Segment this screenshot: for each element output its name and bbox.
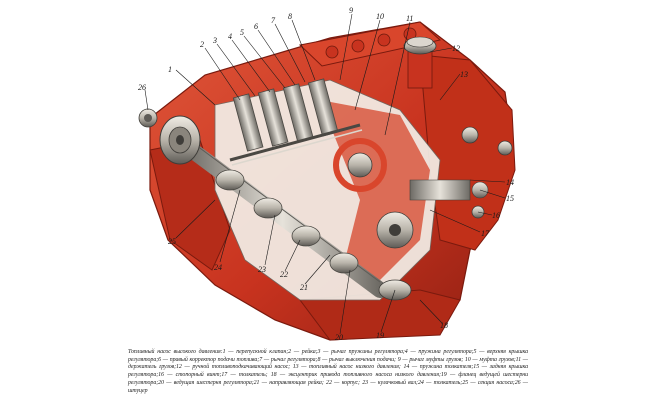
figure-caption: Топливный насос высокого давления:1 — пе…: [128, 349, 528, 394]
callout-11: 11: [406, 14, 413, 23]
callout-16: 16: [492, 211, 500, 220]
callout-8: 8: [288, 12, 292, 21]
callout-6: 6: [254, 22, 258, 31]
callout-19: 19: [376, 331, 384, 340]
callout-9: 9: [349, 6, 353, 15]
callout-15: 15: [506, 194, 514, 203]
callout-22: 22: [280, 270, 288, 279]
camshaft: [177, 136, 388, 298]
top-fittings: [325, 27, 417, 59]
callout-14: 14: [506, 178, 514, 187]
hand-primer-pump: [403, 36, 437, 89]
drive-coupling: [159, 115, 201, 165]
callout-18: 18: [440, 321, 448, 330]
regulator-assembly: [333, 138, 489, 249]
callout-23: 23: [258, 265, 266, 274]
callout-2: 2: [200, 40, 204, 49]
fuel-pump-cutaway-diagram: 1 2 3 4 5 6 7 8 9 10 11 12 13 14 15 16 1…: [138, 6, 516, 342]
pump-sections: [229, 78, 363, 166]
callout-numbers: 1 2 3 4 5 6 7 8 9 10 11 12 13 14 15 16 1…: [138, 6, 514, 342]
callout-17: 17: [481, 229, 490, 238]
callout-4: 4: [228, 32, 232, 41]
callout-24: 24: [214, 263, 222, 272]
callout-21: 21: [300, 283, 308, 292]
callout-3: 3: [212, 36, 217, 45]
callout-13: 13: [460, 70, 468, 79]
callout-1: 1: [168, 65, 172, 74]
callout-25: 25: [168, 237, 176, 246]
callout-7: 7: [271, 16, 276, 25]
callout-10: 10: [376, 12, 384, 21]
callout-26: 26: [138, 83, 146, 92]
callout-20: 20: [335, 333, 343, 342]
callout-5: 5: [240, 28, 244, 37]
callout-leaders: [144, 13, 506, 335]
fuel-inlet-fitting: [138, 108, 158, 128]
callout-12: 12: [452, 44, 460, 53]
